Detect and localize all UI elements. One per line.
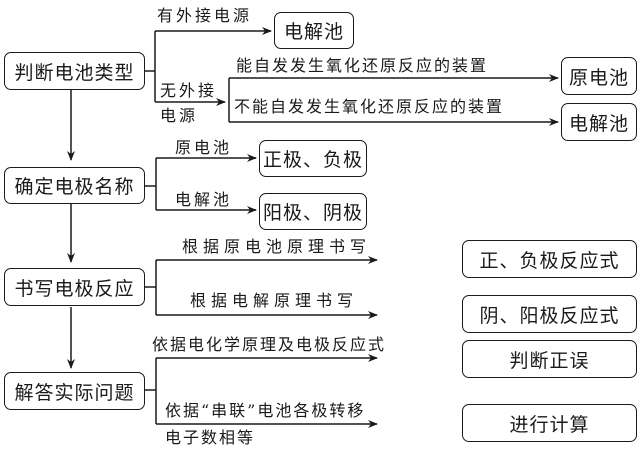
condition-no-external-power-line2: 电源	[160, 106, 199, 125]
result-positive-negative: 正极、负极	[259, 140, 367, 177]
condition-electrochem-principle: 依据电化学原理及电极反应式	[152, 335, 387, 354]
result-pos-neg-equations: 正、负极反应式	[462, 240, 637, 278]
result-electrolytic-cell-2: 电解池	[561, 103, 637, 141]
condition-series-electrons-line1: 依据“串联”电池各极转移	[165, 401, 366, 420]
condition-electrolysis-principle: 根据电解原理书写	[190, 291, 359, 310]
result-judge-correctness: 判断正误	[462, 340, 637, 378]
result-anode-cathode: 阳极、阴极	[259, 193, 367, 230]
condition-series-electrons-line2: 电子数相等	[165, 428, 256, 447]
condition-no-external-power-line1: 无外接	[160, 81, 218, 100]
condition-galvanic-cell: 原电池	[175, 138, 233, 157]
condition-electrolytic-cell: 电解池	[175, 190, 233, 209]
step-solve-practical-problem: 解答实际问题	[4, 372, 145, 410]
step-judge-battery-type: 判断电池类型	[4, 52, 145, 90]
condition-galvanic-principle: 根据原电池原理书写	[182, 237, 372, 256]
condition-non-spontaneous-redox: 不能自发发生氧化还原反应的装置	[234, 97, 505, 116]
result-cathode-anode-equations: 阴、阳极反应式	[462, 295, 637, 333]
condition-external-power: 有外接电源	[157, 6, 253, 25]
result-galvanic-cell: 原电池	[561, 57, 637, 95]
result-calculate: 进行计算	[462, 404, 637, 442]
step-write-electrode-reaction: 书写电极反应	[4, 268, 145, 306]
condition-spontaneous-redox: 能自发发生氧化还原反应的装置	[236, 56, 489, 75]
step-determine-electrode-name: 确定电极名称	[4, 167, 145, 204]
result-electrolytic-cell-1: 电解池	[274, 12, 354, 49]
